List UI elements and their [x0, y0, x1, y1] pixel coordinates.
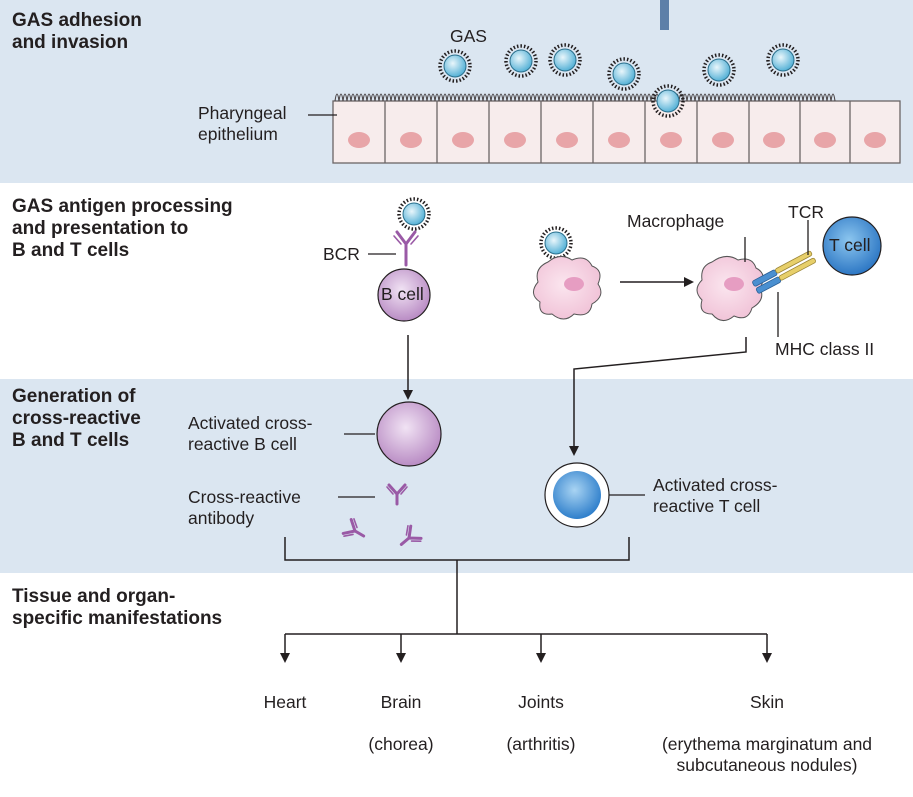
macrophage-left [533, 226, 602, 320]
manifestation-brain: Brain (chorea) [341, 671, 461, 776]
stage-title-presentation: GAS antigen processing and presentation … [12, 196, 233, 261]
activated-b-cell-label: Activated cross- reactive B cell [188, 413, 313, 454]
stage-band-generation [0, 379, 913, 573]
b-cell-label: B cell [381, 284, 424, 304]
diagram-graphics [280, 0, 901, 663]
macrophage-right [696, 216, 882, 337]
manifestation-skin-detail: (erythema marginatum and subcutaneous no… [661, 734, 873, 775]
convergence-lines [284, 537, 768, 655]
activated-b-cell [376, 401, 442, 467]
bcr-label: BCR [323, 244, 360, 264]
b-cell-bcr [368, 197, 431, 322]
tcr-label: TCR [788, 202, 824, 222]
manifestation-joints-detail: (arthritis) [506, 734, 576, 754]
pharyngeal-epithelium-label: Pharyngeal epithelium [198, 103, 287, 144]
cross-reactive-antibodies [340, 483, 424, 554]
stage-title-manifestations: Tissue and organ- specific manifestation… [12, 586, 223, 629]
cross-reactive-antibody-label: Cross-reactive antibody [188, 487, 301, 528]
manifestation-heart: Heart [235, 671, 335, 734]
manifestation-joints: Joints (arthritis) [476, 671, 606, 776]
manifestation-brain-name: Brain [380, 692, 422, 712]
manifestation-joints-name: Joints [518, 692, 564, 712]
manifestation-brain-detail: (chorea) [368, 734, 434, 754]
activated-t-cell-label: Activated cross- reactive T cell [653, 475, 778, 516]
manifestation-heart-name: Heart [263, 692, 307, 712]
t-cell-label: T cell [829, 235, 871, 255]
macrophage-label: Macrophage [627, 211, 725, 231]
gas-label: GAS [450, 26, 487, 46]
top-connector-bar [660, 0, 669, 30]
pharyngeal-epithelium [308, 93, 901, 164]
manifestation-skin: Skin (erythema marginatum and subcutaneo… [617, 671, 913, 797]
mhc-class-ii-label: MHC class II [775, 339, 875, 359]
stage-title-generation: Generation of cross-reactive B and T cel… [12, 386, 141, 451]
stage-title-adhesion: GAS adhesion and invasion [12, 10, 142, 53]
manifestation-skin-name: Skin [749, 692, 785, 712]
